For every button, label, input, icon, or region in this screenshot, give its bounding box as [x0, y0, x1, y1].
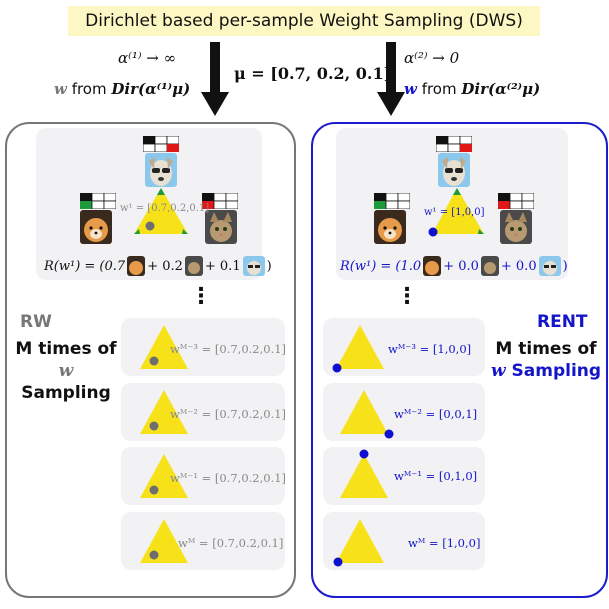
cat-icon — [500, 210, 532, 244]
dog-icon — [242, 256, 265, 276]
rent-reward-p2: + 0.0 — [443, 258, 479, 274]
simplex-triangle — [140, 325, 188, 369]
rent-description: M times of w Sampling — [490, 338, 602, 382]
arrow-left-icon — [201, 42, 229, 116]
simplex-triangle — [332, 325, 384, 373]
pomeranian-icon — [127, 256, 146, 276]
grid-icon — [436, 136, 472, 152]
rw-desc-w: w — [58, 361, 74, 381]
simplex-triangle — [140, 454, 188, 498]
simplex-triangle — [340, 390, 394, 439]
simplex-triangle — [428, 188, 484, 237]
simplex-triangle — [134, 188, 188, 234]
rw-desc-sampling: Sampling — [21, 383, 111, 403]
cat-icon — [205, 210, 237, 244]
sample-right-dir: Dir(α⁽²⁾μ) — [461, 80, 541, 98]
rw-reward-row: R(w¹) = (0.7 + 0.2 + 0.1 ) — [44, 256, 272, 276]
alpha-left: α⁽¹⁾ → ∞ — [118, 49, 177, 67]
dog-icon — [438, 153, 470, 187]
grid-icon — [374, 193, 410, 209]
rw-description: M times of w Sampling — [14, 338, 118, 404]
rw-reward-end: ) — [266, 258, 272, 274]
rent-reward-p3: + 0.0 — [500, 258, 537, 274]
grid-icon — [498, 193, 534, 209]
rent-step-label: wᴹ⁻² = [0,0,1] — [394, 407, 478, 421]
cat-icon — [184, 256, 203, 276]
rw-w1-label: w¹ = [0.7,0.2,0.1] — [120, 203, 210, 214]
pomeranian-icon — [374, 210, 406, 244]
sample-right: w from Dir(α⁽²⁾μ) — [404, 80, 540, 98]
dog-icon — [145, 153, 177, 187]
rent-desc-w: w — [490, 361, 506, 381]
sample-right-from: from — [416, 80, 462, 98]
rent-desc-line1: M times of — [495, 339, 597, 359]
title-text: Dirichlet based per-sample Weight Sampli… — [85, 11, 523, 31]
rent-step-label: wᴹ⁻¹ = [0,1,0] — [394, 469, 478, 483]
rent-w1-label: w¹ = [1,0,0] — [424, 207, 485, 218]
grid-icon — [143, 136, 179, 152]
rw-reward-p3: + 0.1 — [204, 258, 241, 274]
rw-step-label: wᴹ = [0.7,0.2,0.1] — [178, 536, 284, 550]
rent-step-label: wᴹ = [1,0,0] — [408, 536, 481, 550]
rw-reward-prefix: R(w¹) = (0.7 — [44, 258, 126, 274]
sample-left-w: w — [54, 80, 67, 98]
rw-label: RW — [20, 312, 52, 332]
rent-label: RENT — [537, 312, 588, 332]
simplex-triangle — [340, 449, 388, 498]
pomeranian-icon — [80, 210, 112, 244]
grid-icon — [80, 193, 116, 209]
sample-left-dir: Dir(α⁽¹⁾μ) — [111, 80, 191, 98]
pomeranian-icon — [423, 256, 442, 276]
rw-reward-p2: + 0.2 — [147, 258, 183, 274]
dog-icon — [538, 256, 561, 276]
rw-ellipsis: ⋮ — [190, 284, 212, 309]
simplex-triangle — [140, 390, 188, 434]
mu-vector: μ = [0.7, 0.2, 0.1] — [234, 64, 392, 83]
rw-step-label: wᴹ⁻¹ = [0.7,0.2,0.1] — [170, 471, 287, 485]
rent-desc-line2: w Sampling — [490, 360, 602, 382]
grid-icon — [202, 193, 238, 209]
rent-ellipsis: ⋮ — [396, 284, 418, 309]
rent-step-label: wᴹ⁻³ = [1,0,0] — [388, 342, 472, 356]
rent-reward-end: ) — [562, 258, 568, 274]
rent-desc-sampling: Sampling — [505, 361, 602, 381]
sample-right-w: w — [404, 80, 417, 98]
simplex-triangle — [140, 519, 188, 563]
arrow-right-icon — [377, 42, 405, 116]
rw-panel — [5, 122, 296, 598]
rw-desc-line1: M times of — [15, 339, 117, 359]
rent-reward-row: R(w¹) = (1.0 + 0.0 + 0.0 ) — [340, 256, 568, 276]
rent-reward-prefix: R(w¹) = (1.0 — [340, 258, 422, 274]
rw-desc-line2: w Sampling — [14, 360, 118, 404]
sample-left: w from Dir(α⁽¹⁾μ) — [54, 80, 190, 98]
cat-icon — [480, 256, 499, 276]
rent-panel — [311, 122, 608, 598]
sample-left-from: from — [66, 80, 112, 98]
rw-step-label: wᴹ⁻² = [0.7,0.2,0.1] — [170, 407, 287, 421]
simplex-triangle — [333, 519, 384, 567]
diagram-title: Dirichlet based per-sample Weight Sampli… — [68, 6, 540, 36]
alpha-right: α⁽²⁾ → 0 — [404, 49, 460, 67]
rw-step-label: wᴹ⁻³ = [0.7,0.2,0.1] — [170, 342, 287, 356]
